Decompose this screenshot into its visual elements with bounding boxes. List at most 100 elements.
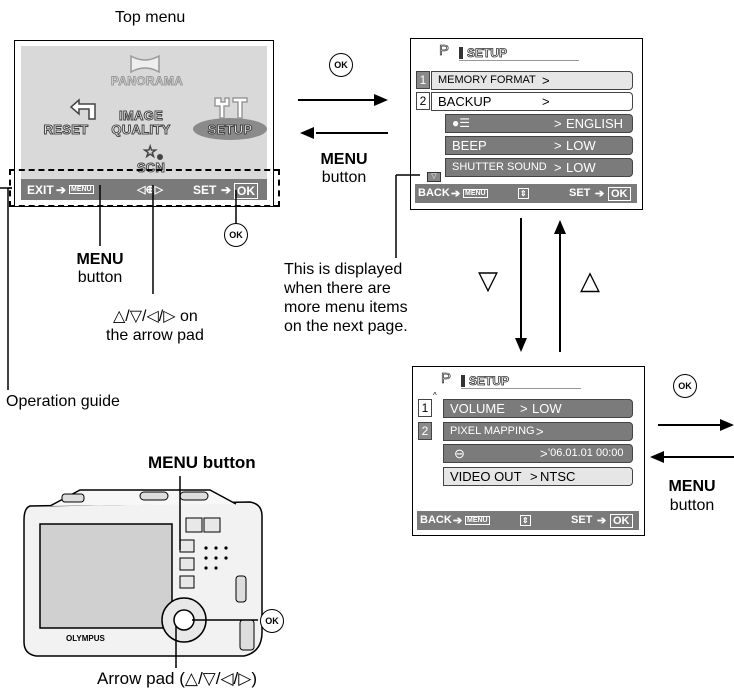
up-key-symbol: △ (580, 265, 600, 295)
setup-p2-set-arrow: ➔ (597, 515, 607, 527)
setup-p2-row-value: '06.01.01 00:00 (548, 447, 624, 459)
down-key-symbol: ▽ (478, 265, 498, 295)
ok-circle-right: OK (673, 374, 697, 398)
setup-p1-row-value: ENGLISH (566, 116, 624, 131)
guide-set-arrow: ➔ (221, 183, 232, 197)
setup-p2-back: BACK (420, 514, 452, 526)
setup-p2-title-bar (461, 375, 465, 387)
note-line2: when there are (284, 280, 391, 297)
setup-p1-row-key: MEMORY FORMAT (438, 74, 536, 86)
operation-guide-bar: EXIT ➔ MENU ◁⊕▷ SET ➔ OK (21, 179, 267, 200)
setup-p2-row-key: VIDEO OUT (450, 469, 522, 484)
setup-p1-row-key: BEEP (452, 138, 487, 153)
camera-ok-button[interactable]: OK (260, 609, 284, 633)
language-icon: ●☰ (452, 116, 471, 130)
setup-p1-row-backup[interactable]: BACKUP > (431, 92, 633, 111)
top-menu-menu-label: MENU (76, 251, 124, 268)
arrow-keys-line1: △/▽/◁/▷ on (113, 308, 198, 325)
clock-icon: ⊖ (454, 446, 465, 461)
top-menu-button-label: button (77, 269, 123, 286)
setup-p1-mode-icon: P (439, 42, 450, 60)
menu-item-reset[interactable]: RESET (43, 122, 89, 138)
panorama-icon (130, 54, 160, 74)
setup-p1-title-line (459, 60, 579, 61)
menu-item-scn[interactable]: SCN (136, 160, 166, 176)
setup-p1-row-memory-format[interactable]: MEMORY FORMAT > (431, 71, 633, 90)
setup-p2-page-2[interactable]: 2 (418, 422, 432, 440)
setup-p2-mode-icon: P (441, 370, 452, 388)
setup-p1-bottom-bar: BACK ➔ MENU ⇕ SET ➔ OK (415, 184, 637, 203)
setup-screen-page2: P SETUP 1 ^ 2 VOLUME > LOW PIXEL MAPPING… (412, 366, 645, 536)
setup-p1-row-key: SHUTTER SOUND (452, 161, 547, 173)
setup-p1-page-2[interactable]: 2 (416, 92, 430, 110)
setup-screen-page1: P SETUP 1 2 MEMORY FORMAT > BACKUP > ●☰ … (410, 38, 643, 210)
setup-p2-title: SETUP (469, 374, 510, 389)
menu-item-setup[interactable]: SETUP (207, 122, 253, 138)
guide-exit: EXIT (27, 183, 54, 197)
setup-p1-row-arrow: > (554, 138, 562, 153)
setup-p2-row-volume[interactable]: VOLUME > LOW (443, 399, 633, 418)
top-menu-ok-button[interactable]: OK (224, 223, 248, 247)
setup-p2-bottom-bar: BACK ➔ MENU ⇕ SET ➔ OK (417, 511, 639, 530)
setup-p1-back-arrow: ➔ (451, 188, 461, 200)
setup-p2-row-arrow: > (520, 401, 528, 416)
guide-ok-key: OK (234, 183, 258, 199)
guide-menu-key: MENU (69, 185, 94, 194)
setup-p1-row-value: > (554, 116, 562, 131)
setup-p1-row-arrow: > (542, 94, 550, 109)
more-items-indicator-icon: ▽ (427, 172, 441, 182)
setup-p1-page-1[interactable]: 1 (416, 71, 430, 89)
setup-p1-set: SET (569, 187, 591, 199)
setup-p2-page-1[interactable]: 1 (418, 399, 432, 417)
setup-p1-back: BACK (418, 187, 450, 199)
setup-p1-updown-icon: ⇕ (518, 188, 529, 199)
setup-p1-row-key: BACKUP (438, 94, 492, 109)
setup-p2-row-arrow: > (536, 424, 544, 439)
top-menu-title: Top menu (115, 9, 186, 26)
scn-icon: ☆ (142, 144, 158, 162)
ok-circle-top: OK (329, 53, 353, 77)
guide-exit-arrow: ➔ (56, 183, 67, 197)
setup-p2-set: SET (571, 514, 593, 526)
menu-item-image-quality-line1[interactable]: IMAGE (118, 108, 164, 124)
setup-p1-title: SETUP (467, 46, 508, 61)
setup-p1-ok-key: OK (608, 187, 631, 201)
operation-guide-label: Operation guide (6, 393, 120, 410)
menu-label-right: MENU (668, 478, 716, 495)
setup-p2-menu-key: MENU (465, 516, 490, 525)
arrow-pad-label: Arrow pad (△/▽/◁/▷) (97, 669, 257, 688)
camera-menu-button-label: MENU button (148, 453, 256, 472)
setup-p1-row-shutter-sound[interactable]: SHUTTER SOUND > LOW (445, 158, 633, 177)
more-items-up-icon: ^ (433, 391, 437, 400)
setup-p1-row-beep[interactable]: BEEP > LOW (445, 136, 633, 155)
menu-item-panorama[interactable]: PANORAMA (110, 74, 184, 89)
setup-p1-title-bar (459, 47, 463, 59)
scn-dot (157, 154, 163, 160)
setup-highlight (193, 118, 267, 140)
menu-item-image-quality-line2[interactable]: QUALITY (111, 122, 171, 138)
setup-p1-row-arrow: > (542, 73, 550, 88)
setup-p2-row-pixel-mapping[interactable]: PIXEL MAPPING > (443, 422, 633, 441)
button-label-top: button (321, 169, 367, 186)
reset-icon (69, 98, 96, 120)
setup-p2-updown-icon: ⇕ (520, 515, 531, 526)
setup-p2-back-arrow: ➔ (453, 515, 463, 527)
setup-p2-row-video-out[interactable]: VIDEO OUT > NTSC (443, 467, 633, 486)
setup-p1-row-value: LOW (566, 160, 596, 175)
top-menu-screen: PANORAMA RESET IMAGE QUALITY SETUP ☆ SCN… (14, 40, 274, 207)
setup-p1-row-language[interactable]: ●☰ > ENGLISH (445, 114, 633, 133)
top-menu-panel: PANORAMA RESET IMAGE QUALITY SETUP ☆ SCN… (21, 46, 267, 200)
setup-p2-row-value: NTSC (540, 469, 576, 484)
guide-arrow-pad-icon: ◁⊕▷ (137, 184, 164, 196)
setup-p1-row-value: LOW (566, 138, 596, 153)
setup-p2-row-clock[interactable]: ⊖ > '06.01.01 00:00 (443, 444, 633, 463)
setup-p2-row-key: PIXEL MAPPING (450, 425, 535, 437)
note-line1: This is displayed (284, 261, 403, 278)
setup-wrench-icon (214, 97, 248, 119)
setup-p2-row-arrow: > (540, 446, 548, 461)
